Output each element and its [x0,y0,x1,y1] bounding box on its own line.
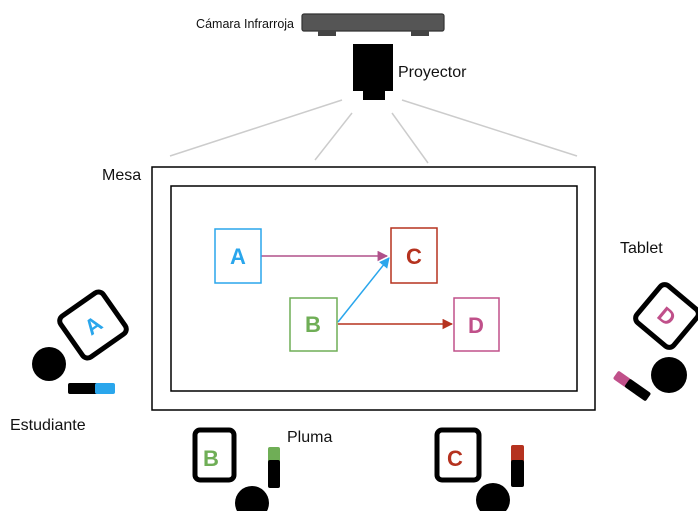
node-b-letter: B [305,312,321,337]
tablet-right-icon: D [633,282,698,350]
camera-label: Cámara Infrarroja [196,17,294,31]
projection-beams [169,99,578,164]
node-b[interactable]: B [289,297,338,352]
beam-line [391,112,429,164]
student-head-icon [651,357,687,393]
pen-left-icon [68,383,115,394]
pen-bottom-left-icon [268,447,280,488]
projector-label: Proyector [398,64,467,81]
edge-b-c [337,257,390,323]
node-d[interactable]: D [453,297,500,352]
tablet-left-icon: A [57,289,129,361]
student-bottom-right: C [434,427,524,516]
tablet-bottom-right-icon [434,427,482,483]
tablet-bottom-left-icon [192,427,237,483]
tablet-bottom-left-letter: B [203,446,219,471]
node-c[interactable]: C [390,227,438,284]
student-label: Estudiante [10,417,86,434]
projector-icon [353,44,393,100]
beam-line [314,112,353,161]
student-head-icon [32,347,66,381]
beam-line [401,99,578,157]
student-bottom-left: B [192,427,280,516]
projection-area [170,185,578,392]
node-a-letter: A [230,244,246,269]
node-a[interactable]: A [214,228,262,284]
table-label: Mesa [102,167,141,184]
student-right: D [613,282,698,401]
beam-line [169,99,343,157]
node-d-letter: D [468,313,484,338]
student-left: A [32,289,129,394]
infrared-camera-icon [301,13,445,36]
tablet-label: Tablet [620,240,663,257]
student-head-icon [235,486,269,516]
tablet-bottom-right-letter: C [447,446,463,471]
pen-bottom-right-icon [511,445,524,487]
pen-right-icon [613,371,651,401]
node-c-letter: C [406,244,422,269]
student-head-icon [476,483,510,516]
pen-label: Pluma [287,429,332,446]
